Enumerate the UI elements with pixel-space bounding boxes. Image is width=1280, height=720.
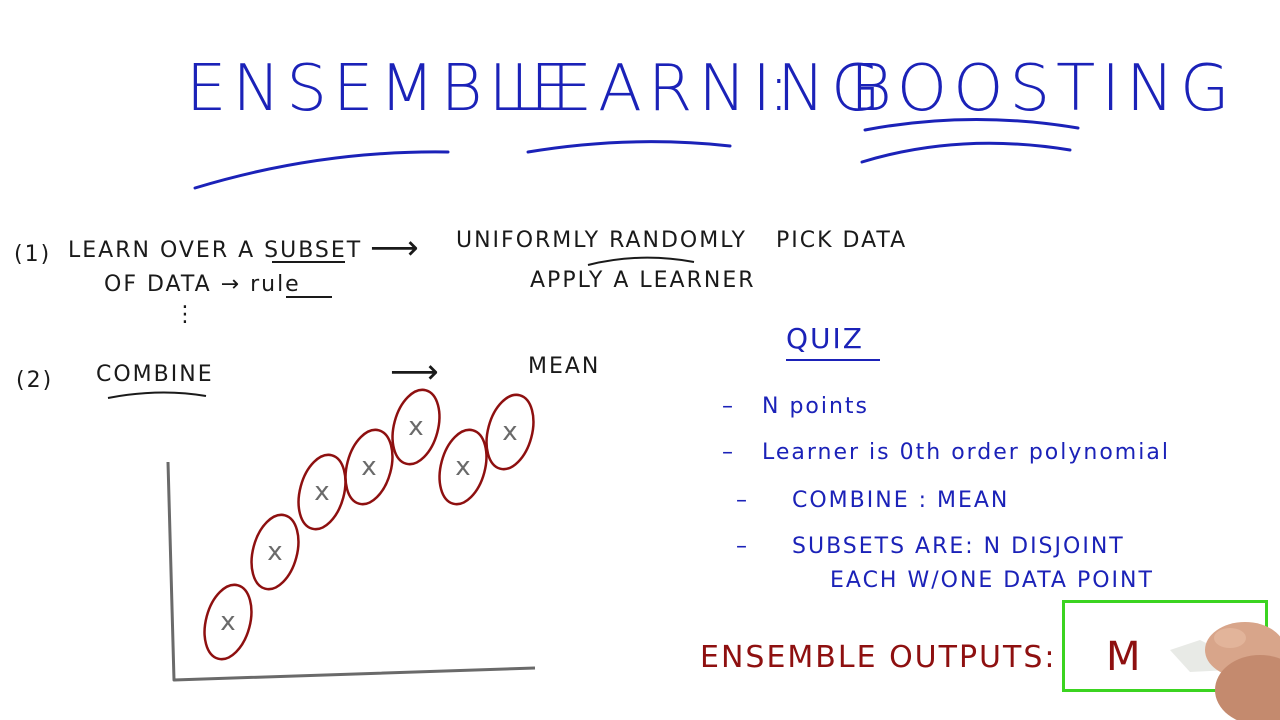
step2-combine: COMBINE (96, 362, 214, 387)
point-marker: x (220, 607, 235, 637)
point-circle (438, 428, 488, 506)
step2-arrow: ⟶ (390, 352, 439, 392)
step1-line1-prefix: LEARN OVER A (68, 238, 256, 263)
step1-ellipsis: ⋮ (174, 302, 196, 327)
data-point: x (297, 453, 347, 531)
step1-line1: LEARN OVER A SUBSET (68, 238, 362, 263)
quiz-heading: QUIZ (786, 322, 864, 355)
step1-pick-data: PICK DATA (775, 228, 908, 253)
point-circle (250, 513, 300, 591)
data-point: x (485, 393, 535, 471)
point-marker: x (502, 417, 517, 447)
ensemble-outputs-label: ENSEMBLE OUTPUTS: (700, 640, 1057, 675)
presenter-hand-icon (1170, 622, 1280, 720)
step1-arrow: ⟶ (370, 228, 419, 268)
quiz-item-1-text: N points (762, 394, 870, 419)
step1-apply-learner: APPLY A LEARNER (530, 268, 756, 293)
step2-mean: MEAN (528, 354, 601, 379)
data-point: x (344, 428, 394, 506)
title-boosting: BOOSTING (850, 52, 1236, 126)
quiz-dash: – (736, 534, 749, 559)
quiz-dash: – (722, 394, 735, 419)
data-point: x (391, 388, 441, 466)
step1-subset: SUBSET (264, 238, 363, 263)
quiz-dash: – (722, 440, 735, 465)
data-point: x (203, 583, 253, 661)
quiz-item-2: – Learner is 0th order polynomial (722, 440, 1170, 465)
quiz-item-4-text: SUBSETS ARE: N DISJOINT (792, 534, 1125, 559)
quiz-dash: – (736, 488, 749, 513)
quiz-item-1: – N points (722, 394, 869, 419)
point-circle (485, 393, 535, 471)
title-ensemble: ENSEMBLE (186, 52, 577, 126)
point-circle (203, 583, 253, 661)
point-marker: x (314, 477, 329, 507)
quiz-item-3: – COMBINE : MEAN (736, 488, 1009, 513)
quiz-item-2-text: Learner is 0th order polynomial (762, 440, 1170, 465)
data-point: x (250, 513, 300, 591)
point-circle (344, 428, 394, 506)
step1-rule: rule (250, 272, 301, 297)
step1-line2-prefix: OF DATA → (104, 272, 242, 297)
step1-right-line1: UNIFORMLY RANDOMLY PICK DATA (456, 228, 907, 253)
step1-number: (1) (14, 242, 52, 267)
point-marker: x (267, 537, 282, 567)
quiz-item-4-line2: EACH W/ONE DATA POINT (830, 568, 1154, 593)
point-marker: x (455, 452, 470, 482)
step1-randomly: RANDOMLY (609, 228, 747, 253)
point-marker: x (408, 412, 423, 442)
point-circle (391, 388, 441, 466)
title-learning: LEARNING (510, 52, 887, 126)
quiz-item-4: – SUBSETS ARE: N DISJOINT (736, 534, 1125, 559)
point-marker: x (361, 452, 376, 482)
step1-line2: OF DATA → rule (104, 272, 301, 297)
data-point: x (438, 428, 488, 506)
step1-uniformly: UNIFORMLY (456, 228, 601, 253)
point-circle (297, 453, 347, 531)
step2-number: (2) (16, 368, 54, 393)
title-colon: : (768, 52, 796, 126)
answer-text: M (1106, 634, 1144, 680)
quiz-item-3-text: COMBINE : MEAN (792, 488, 1010, 513)
